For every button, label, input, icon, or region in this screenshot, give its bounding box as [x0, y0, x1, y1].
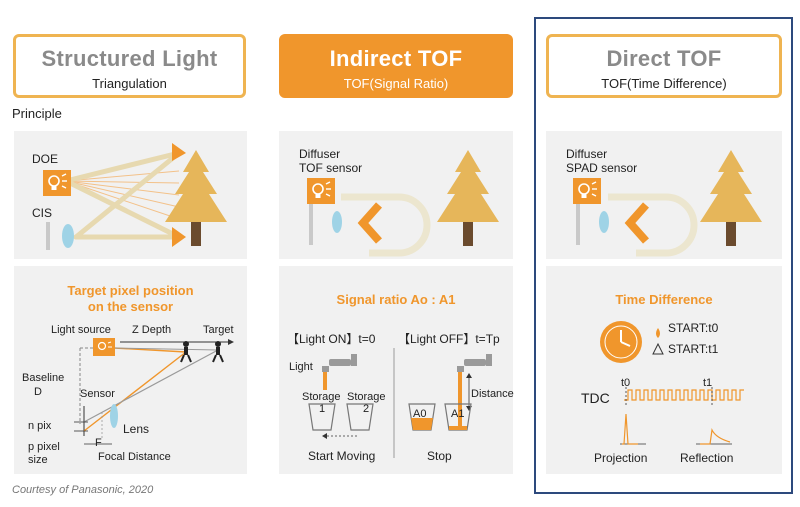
- image-sensor-icon: [46, 222, 74, 250]
- light-label: Light: [289, 361, 313, 373]
- storage-1-number: 1: [319, 403, 326, 415]
- p-pixel-label: p pixel: [28, 441, 60, 453]
- triangulation-diagram: [74, 338, 234, 445]
- tof-sensor-label: TOF sensor: [299, 161, 363, 175]
- tree-icon: [437, 150, 499, 246]
- direct-tof-detail-panel: [546, 266, 782, 474]
- target-pixel-title-line2: on the sensor: [87, 299, 174, 314]
- a0-label: A0: [413, 408, 427, 420]
- t0-label: t0: [621, 377, 631, 389]
- structured-light-detail-panel: [14, 266, 247, 474]
- structured-light-header: Structured Light Triangulation: [13, 34, 246, 98]
- direct-tof-principle-diagram: [576, 193, 698, 257]
- light-bulb-icon: [307, 178, 335, 204]
- stop-label: Stop: [427, 449, 452, 463]
- a1-label: A1: [451, 408, 465, 420]
- storage-1-label: Storage: [302, 391, 341, 403]
- focal-distance-label: Focal Distance: [98, 451, 171, 463]
- direct-tof-highlight-frame: [534, 17, 793, 494]
- light-bulb-icon: [573, 178, 601, 204]
- t1-label: t1: [703, 377, 713, 389]
- principle-label: Principle: [12, 106, 62, 121]
- direct-tof-title: Direct TOF: [606, 46, 722, 71]
- distance-label: Distance: [471, 388, 514, 400]
- structured-light-title: Structured Light: [41, 46, 218, 71]
- direct-tof-header: Direct TOF TOF(Time Difference): [546, 34, 782, 98]
- lens-label: Lens: [123, 422, 150, 436]
- indirect-tof-detail-panel: [279, 266, 513, 474]
- light-off-label: 【Light OFF】t=Tp: [398, 332, 500, 346]
- baseline-d-label: D: [34, 386, 42, 398]
- light-bulb-icon: [43, 170, 71, 196]
- light-on-label: 【Light ON】t=0: [287, 332, 376, 346]
- focal-f-label: F: [95, 437, 102, 449]
- tree-icon: [700, 150, 762, 246]
- indirect-tof-title: Indirect TOF: [329, 46, 463, 71]
- size-label: size: [28, 454, 48, 466]
- credit-caption: Courtesy of Panasonic, 2020: [12, 484, 154, 496]
- target-pixel-title-line1: Target pixel position: [67, 283, 194, 298]
- start-moving-label: Start Moving: [308, 449, 376, 463]
- doe-label: DOE: [32, 152, 59, 166]
- diffuser-label: Diffuser: [566, 147, 608, 161]
- diffuser-label: Diffuser: [299, 147, 341, 161]
- signal-ratio-title: Signal ratio Ao : A1: [336, 292, 456, 307]
- start-t1-label: START:t1: [668, 342, 719, 356]
- time-difference-diagram: [600, 321, 744, 445]
- tree-icon: [165, 150, 227, 246]
- storage-2-label: Storage: [347, 391, 386, 403]
- cis-label: CIS: [32, 206, 53, 220]
- signal-ratio-diagram: [308, 348, 492, 458]
- indirect-tof-subtitle: TOF(Signal Ratio): [343, 76, 449, 91]
- tdc-label: TDC: [581, 390, 610, 406]
- z-depth-label: Z Depth: [132, 324, 172, 336]
- baseline-label: Baseline: [22, 372, 65, 384]
- direct-tof-subtitle: TOF(Time Difference): [601, 76, 727, 91]
- projection-label: Projection: [594, 451, 648, 465]
- indirect-tof-principle-diagram: [309, 193, 431, 257]
- structured-light-subtitle: Triangulation: [92, 76, 167, 91]
- light-source-label: Light source: [51, 324, 111, 336]
- reflection-label: Reflection: [680, 451, 734, 465]
- spad-sensor-label: SPAD sensor: [566, 161, 638, 175]
- storage-2-number: 2: [363, 403, 370, 415]
- n-pix-label: n pix: [28, 420, 52, 432]
- target-label: Target: [203, 324, 234, 336]
- time-difference-title: Time Difference: [615, 292, 713, 307]
- sensor-label: Sensor: [80, 388, 115, 400]
- indirect-tof-header: Indirect TOF TOF(Signal Ratio): [279, 34, 513, 98]
- structured-light-principle-diagram: [63, 143, 186, 247]
- start-t0-label: START:t0: [668, 321, 719, 335]
